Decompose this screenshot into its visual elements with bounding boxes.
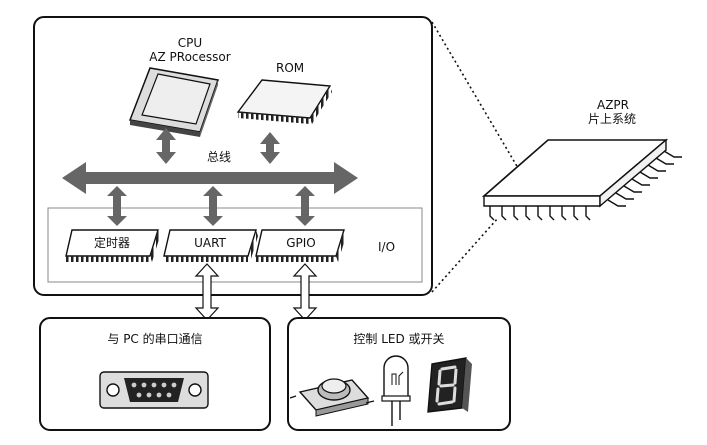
bus-uart-arrow [203,186,223,226]
azpr-chip [481,138,682,221]
rom-chip [236,79,332,124]
bus-label: 总线 [207,150,232,164]
io-label: I/O [378,240,396,254]
system-bus-arrow [62,162,358,194]
rom-bus-arrow [260,132,280,164]
soc-label-line1: AZPR [596,98,629,112]
cpu-label-line1: CPU [177,36,203,50]
zoom-lines [431,21,519,293]
switch-icon [289,378,375,417]
gpio-box-title: 控制 LED 或开关 [353,332,445,346]
seven-segment-display [427,357,472,413]
bus-gpio-arrow [295,186,315,226]
db9-connector-icon [99,371,209,409]
uart-chip [163,229,258,262]
serial-box-title: 与 PC 的串口通信 [107,332,203,346]
rom-label: ROM [276,61,305,75]
gpio-label: GPIO [286,236,316,250]
gpio-chip [255,229,346,262]
cpu-label-line2: AZ PRocessor [149,50,231,64]
cpu-chip [128,67,219,137]
timer-chip [65,229,160,262]
timer-label: 定时器 [93,236,130,250]
bus-timer-arrow [107,186,127,226]
uart-label: UART [194,236,226,250]
cpu-bus-arrow [156,128,176,164]
soc-label-line2: 片上系统 [587,112,636,126]
led-icon [381,355,411,426]
